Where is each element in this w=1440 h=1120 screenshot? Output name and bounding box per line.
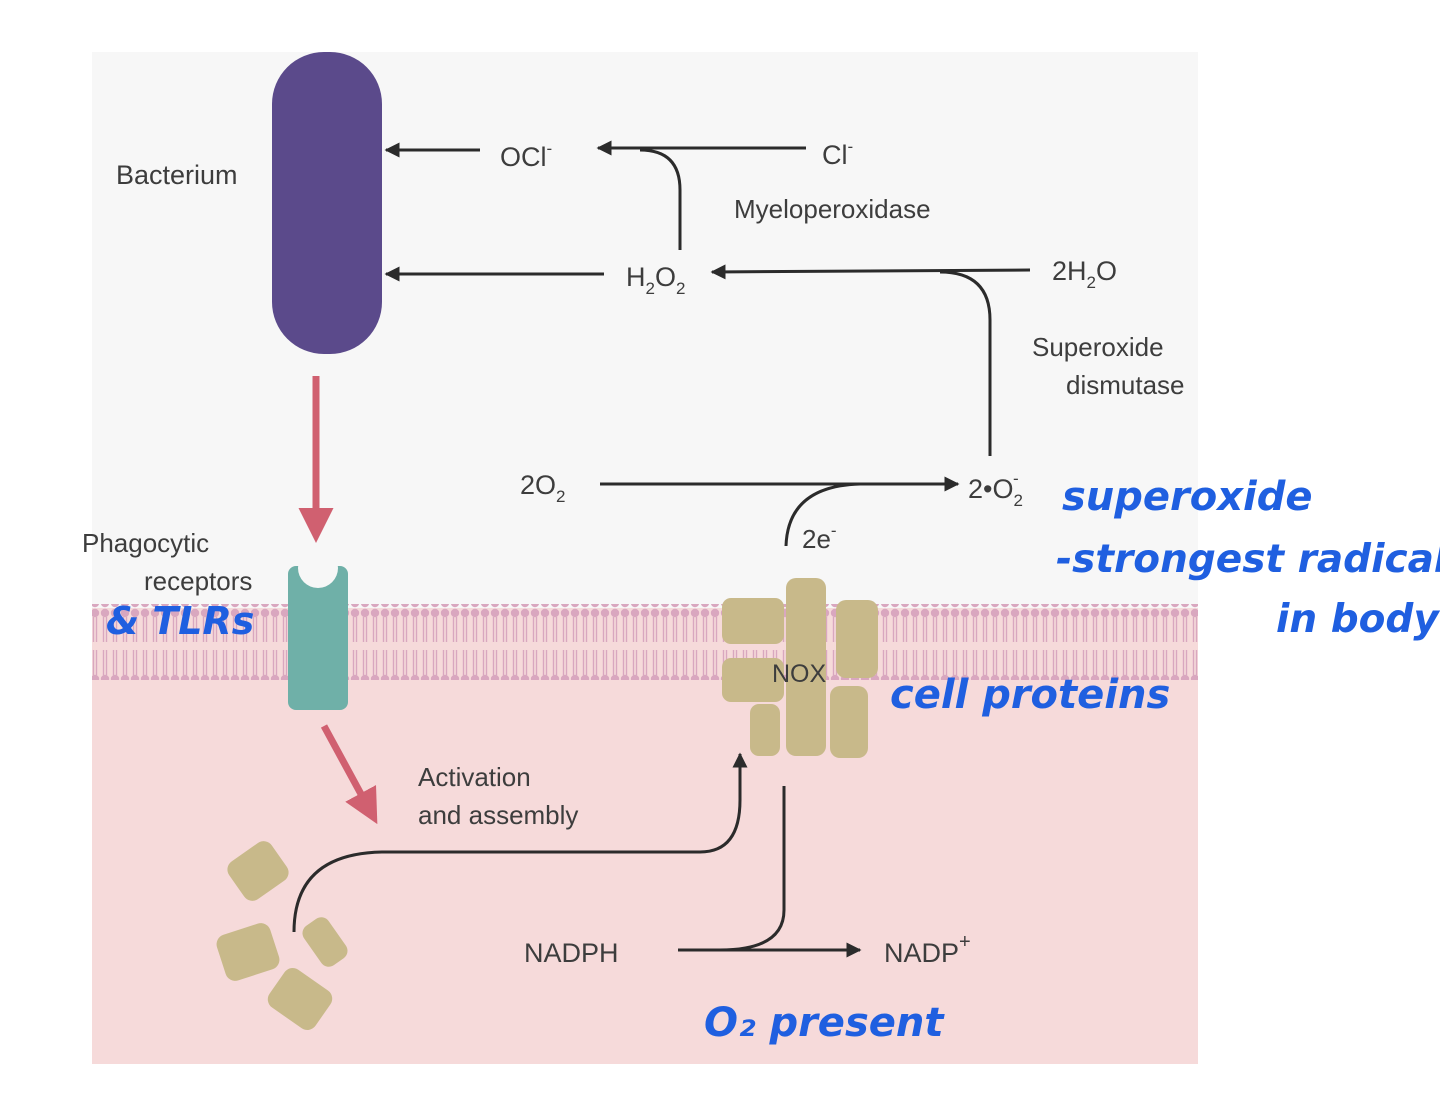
- arrow-h2o2-to-mpo: [639, 148, 682, 250]
- label-phagocytic-line1: Phagocytic: [82, 528, 209, 558]
- label-cl: Cl-: [822, 137, 853, 170]
- annotation-o2-present: O₂ present: [704, 1000, 945, 1046]
- label-h2o2: H2O2: [626, 262, 685, 298]
- annotation-tlrs: & TLRs: [106, 599, 254, 643]
- bacterium-shape: [272, 52, 382, 354]
- cell-membrane: [92, 604, 1198, 680]
- label-o2: 2O2: [520, 470, 566, 506]
- label-nox: NOX: [772, 660, 827, 688]
- annotation-superoxide-3: in body: [1276, 597, 1440, 642]
- arrow-superoxide-to-h2o2: [939, 270, 992, 456]
- reaction-arrows: [292, 140, 1031, 958]
- label-phagocytic-line2: receptors: [144, 566, 252, 596]
- nox-complex: [722, 578, 878, 758]
- label-water: 2H2O: [1052, 256, 1117, 292]
- label-activation-line2: and assembly: [418, 800, 578, 830]
- label-activation-line1: Activation: [418, 762, 531, 792]
- arrow-activation: [292, 752, 748, 933]
- label-ocl: OCl-: [500, 139, 552, 172]
- label-bacterium: Bacterium: [116, 160, 238, 190]
- annotation-superoxide-2: -strongest radical: [1056, 537, 1440, 582]
- label-electrons: 2e-: [802, 521, 837, 554]
- signal-arrows: [298, 376, 378, 825]
- arrow-electrons: [784, 482, 861, 547]
- label-nadph: NADPH: [524, 938, 619, 968]
- arrow-receptor-to-activation: [320, 724, 378, 825]
- label-nadp: NADP+: [884, 931, 971, 968]
- label-sod-line2: dismutase: [1066, 370, 1185, 400]
- label-sod-line1: Superoxide: [1032, 332, 1164, 362]
- arrow-water-to-h2o2: [710, 264, 1031, 280]
- phagocytic-receptor: [288, 548, 348, 710]
- annotation-cell-proteins: cell proteins: [890, 672, 1170, 718]
- label-superoxide: 2•O2-: [968, 469, 1023, 510]
- label-myeloperoxidase: Myeloperoxidase: [734, 194, 931, 224]
- cytosolic-subunits: [216, 841, 348, 1030]
- annotation-superoxide-1: superoxide: [1062, 474, 1313, 520]
